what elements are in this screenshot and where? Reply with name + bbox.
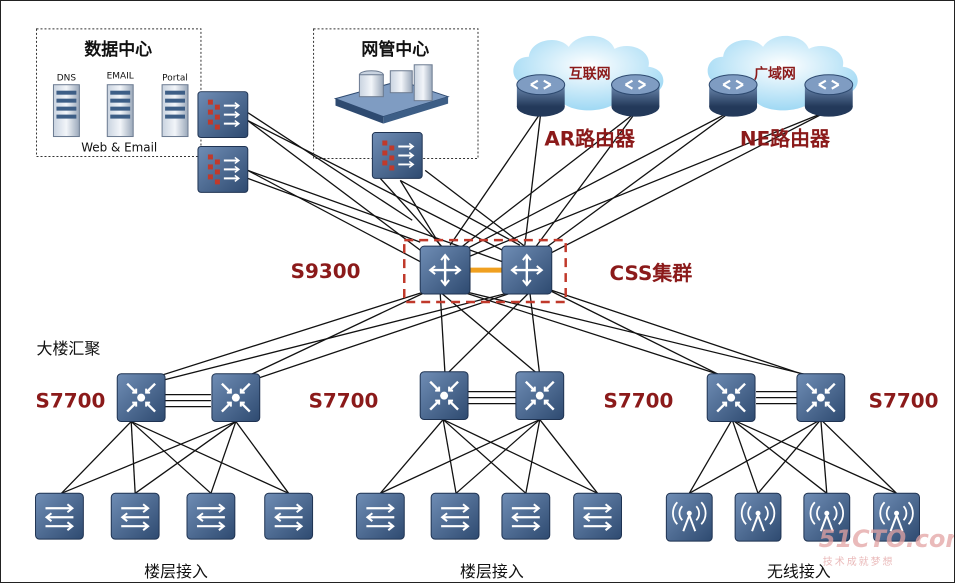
floor-access-switch-icon — [34, 492, 85, 541]
core-switch-icon — [419, 244, 472, 296]
aggregation-switch-icon-5 — [706, 372, 757, 423]
portal-server-icon — [161, 84, 189, 138]
access-label-2: 楼层接入 — [460, 562, 524, 581]
core-switch-icon-2 — [500, 244, 553, 296]
aggregation-switch-icon-6 — [795, 372, 846, 423]
email-server-icon — [106, 84, 134, 138]
data-center-firewall-icon — [196, 90, 249, 139]
ar-router-icon — [515, 73, 566, 118]
nms-firewall-icon — [371, 131, 424, 180]
floor-access-switch-icon — [572, 492, 623, 541]
data-center-caption: Web & Email — [81, 140, 157, 154]
aggregation-label-1: S7700 — [36, 390, 106, 413]
wireless-ap-icon — [734, 492, 782, 543]
ar-router-icon-2 — [610, 73, 661, 118]
aggregation-switch-icon-2 — [210, 372, 261, 423]
floor-access-switch-icon — [110, 492, 161, 541]
access-label-3: 无线接入 — [767, 562, 831, 581]
wan-cloud-label: 广域网 — [754, 66, 796, 83]
data-center-zone: 数据中心 DNS EMAIL Portal Web & Email — [36, 28, 202, 157]
aggregation-switch-icon-4 — [514, 370, 565, 421]
aggregation-title: 大楼汇聚 — [37, 339, 101, 358]
wireless-ap-icon — [665, 492, 714, 543]
watermark-brand: 51CTO.com — [819, 525, 955, 553]
data-center-firewall-icon-2 — [196, 145, 249, 194]
network-links — [60, 110, 898, 494]
floor-access-switch-icon — [500, 492, 551, 541]
ne-router-label: NE路由器 — [740, 127, 831, 151]
aggregation-label-4: S7700 — [869, 390, 939, 413]
aggregation-label-2: S7700 — [309, 390, 379, 413]
floor-access-switch-icon — [355, 492, 406, 541]
css-cluster — [403, 238, 567, 304]
floor-access-switch-icon — [263, 492, 314, 541]
floor-access-switch-icon — [185, 492, 236, 541]
management-workstation-icon — [333, 64, 450, 124]
server-label-portal: Portal — [162, 74, 188, 84]
ne-router-icon-2 — [803, 73, 854, 118]
aggregation-label-3: S7700 — [604, 390, 674, 413]
floor-access-switch-icon — [430, 492, 481, 541]
aggregation-switch-icon-3 — [419, 370, 470, 421]
watermark-slogan: 技术成就梦想 — [823, 555, 895, 568]
dns-server-icon — [52, 84, 80, 138]
watermark: 51CTO.com 技术成就梦想 — [819, 525, 955, 568]
ar-router-label: AR路由器 — [544, 127, 636, 151]
ne-router-icon — [708, 73, 759, 118]
nms-center-zone: 网管中心 — [313, 28, 479, 180]
server-label-email: EMAIL — [107, 72, 134, 82]
server-label-dns: DNS — [57, 74, 77, 84]
internet-cloud-label: 互联网 — [569, 67, 611, 83]
data-center-title: 数据中心 — [84, 39, 152, 59]
aggregation-switch-icon-1 — [116, 372, 167, 423]
css-cluster-label: CSS集群 — [610, 261, 693, 285]
core-switch-label: S9300 — [291, 260, 361, 283]
nms-center-title: 网管中心 — [361, 39, 429, 59]
access-label-1: 楼层接入 — [144, 562, 208, 581]
